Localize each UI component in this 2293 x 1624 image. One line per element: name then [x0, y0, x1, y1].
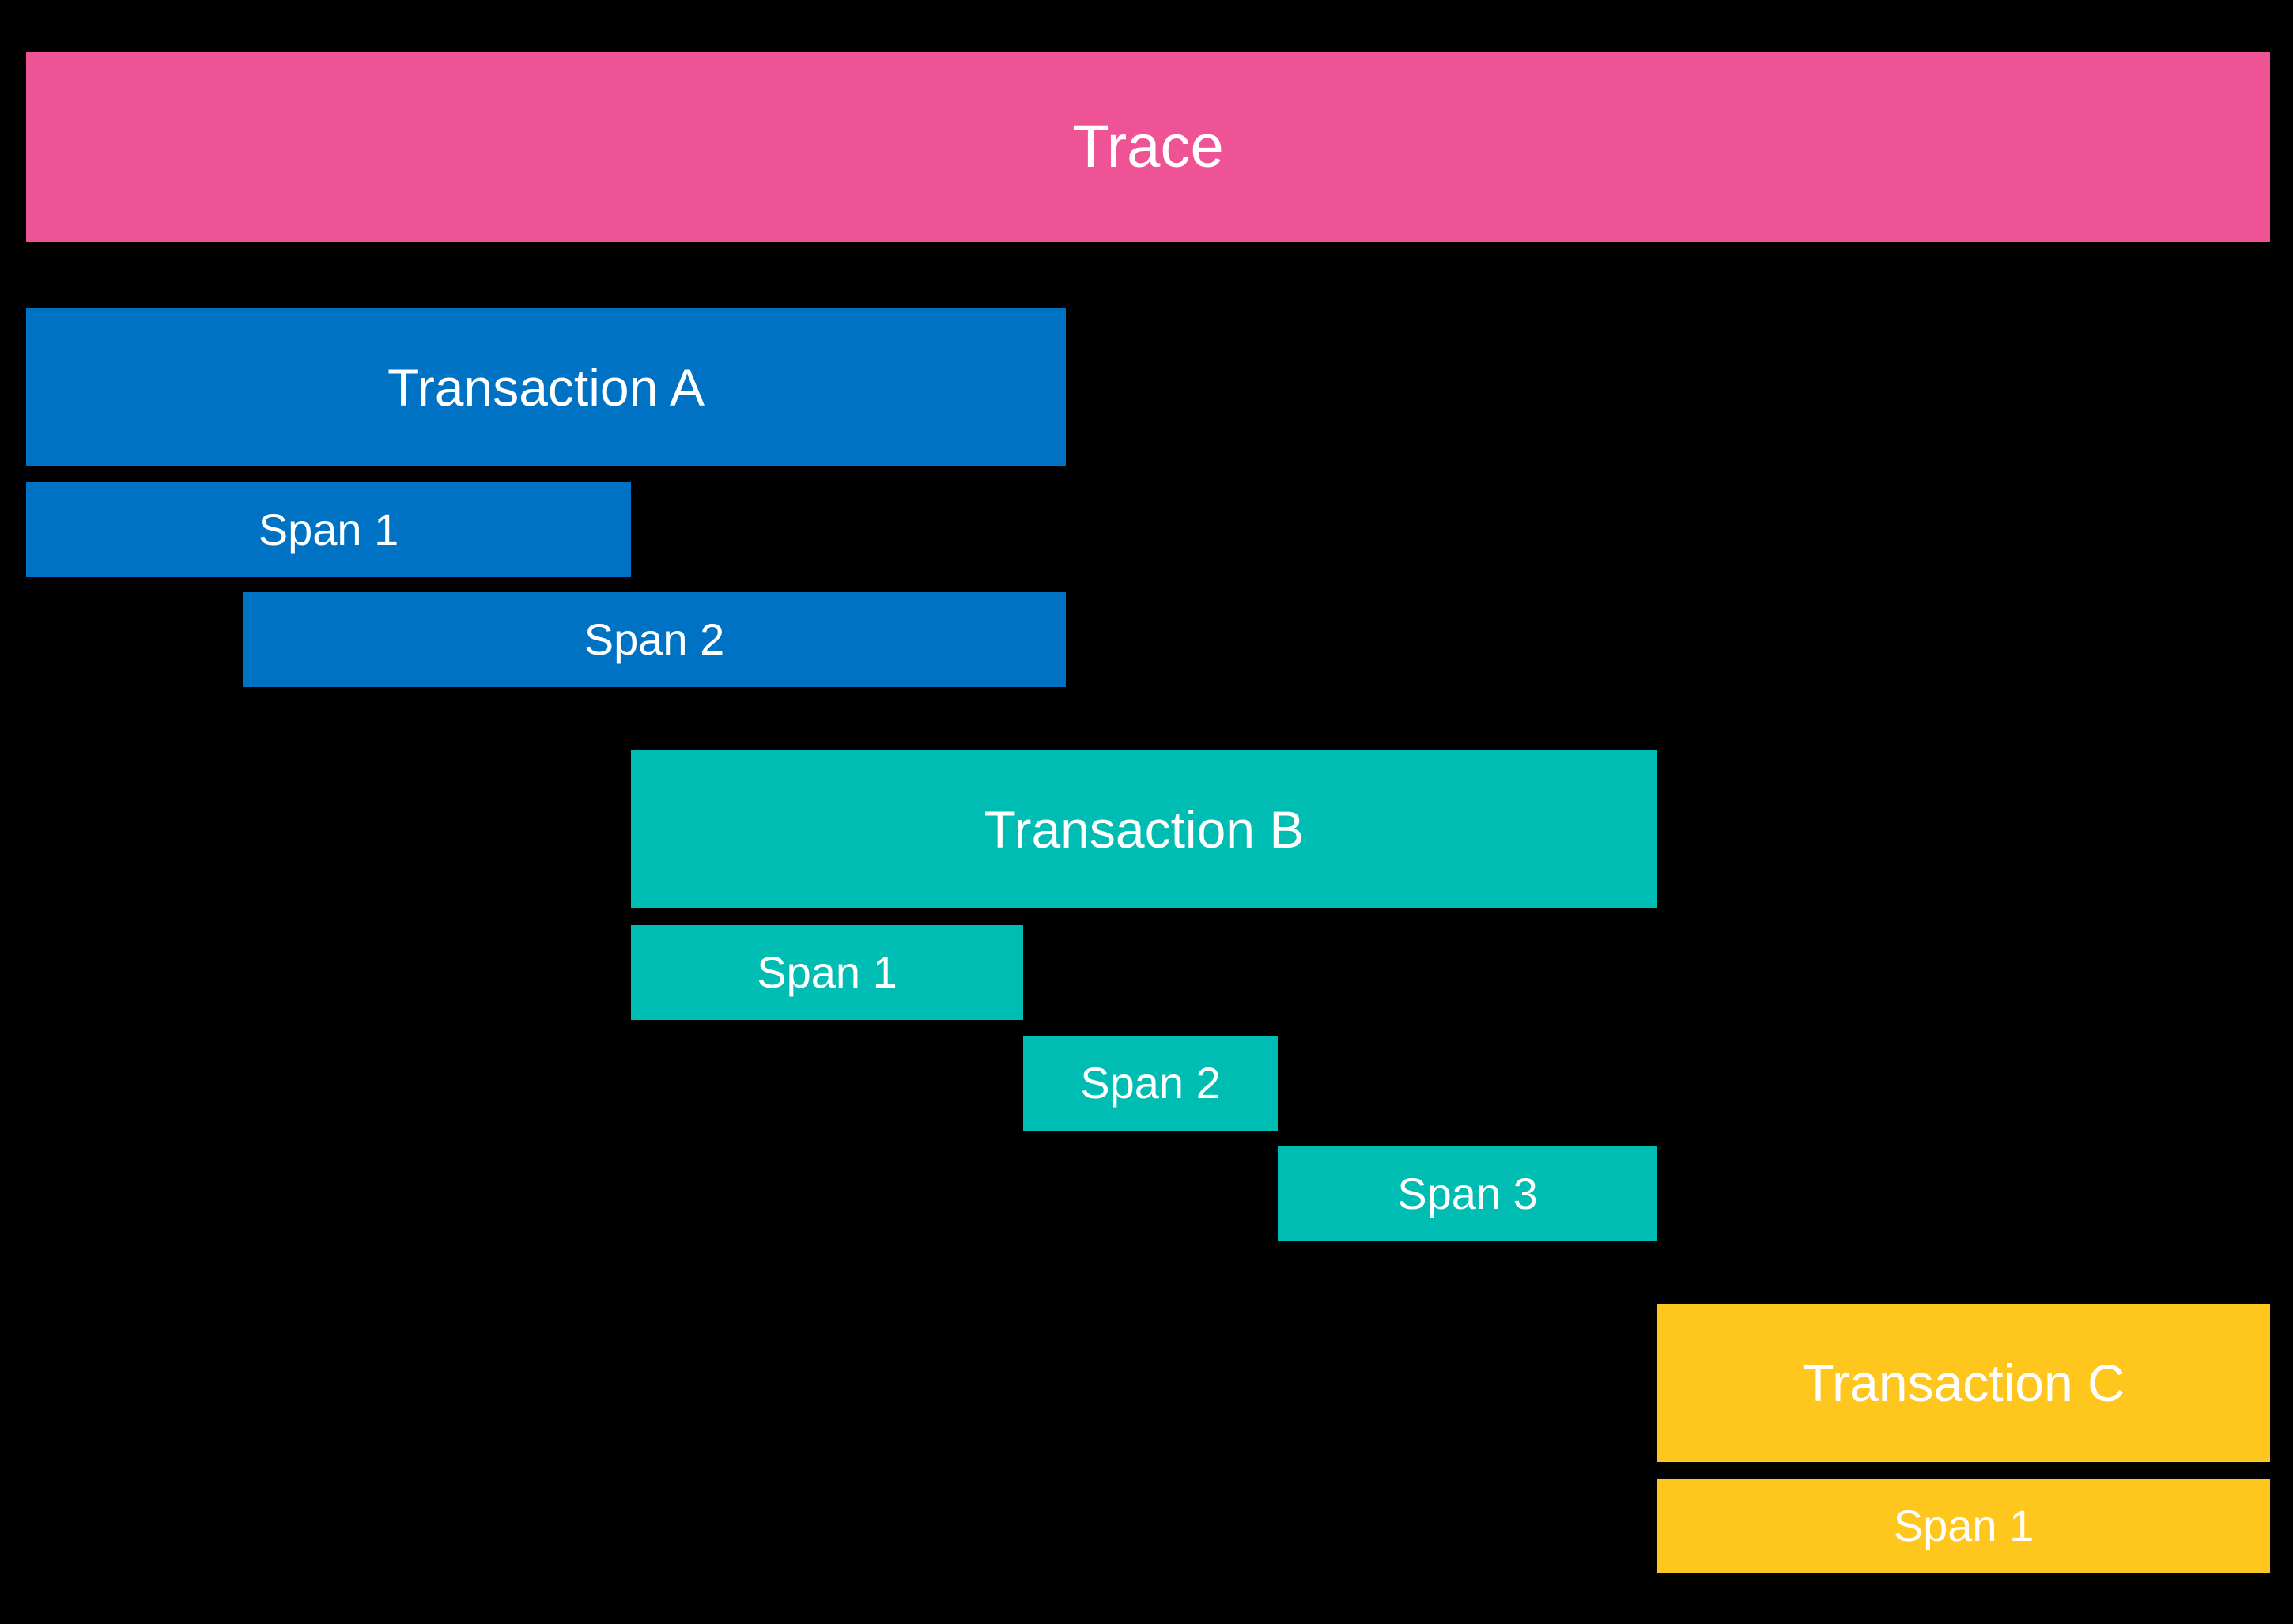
bar-transaction-a-span-1[interactable]: Span 1 [26, 482, 631, 577]
bar-label-transaction-c-span-1: Span 1 [1893, 1501, 2034, 1550]
bar-transaction-b-span-3[interactable]: Span 3 [1278, 1146, 1657, 1241]
bar-label-transaction-b: Transaction B [984, 800, 1305, 859]
bar-trace[interactable]: Trace [26, 52, 2270, 242]
bar-transaction-b-span-2[interactable]: Span 2 [1023, 1036, 1278, 1131]
bar-label-transaction-c: Transaction C [1802, 1354, 2125, 1412]
bar-label-trace: Trace [1072, 113, 1224, 180]
bar-transaction-b-span-1[interactable]: Span 1 [631, 925, 1023, 1020]
bar-label-transaction-b-span-1: Span 1 [757, 947, 897, 997]
bar-transaction-c-span-1[interactable]: Span 1 [1657, 1479, 2270, 1573]
bar-label-transaction-b-span-2: Span 2 [1080, 1058, 1221, 1108]
bar-transaction-a-span-2[interactable]: Span 2 [243, 592, 1066, 687]
bar-label-transaction-a-span-1: Span 1 [258, 504, 399, 554]
bar-label-transaction-b-span-3: Span 3 [1397, 1169, 1538, 1218]
bar-label-transaction-a: Transaction A [387, 358, 705, 417]
bar-transaction-c[interactable]: Transaction C [1657, 1304, 2270, 1462]
bar-label-transaction-a-span-2: Span 2 [584, 614, 725, 664]
bar-transaction-a[interactable]: Transaction A [26, 308, 1066, 466]
bar-transaction-b[interactable]: Transaction B [631, 750, 1657, 908]
